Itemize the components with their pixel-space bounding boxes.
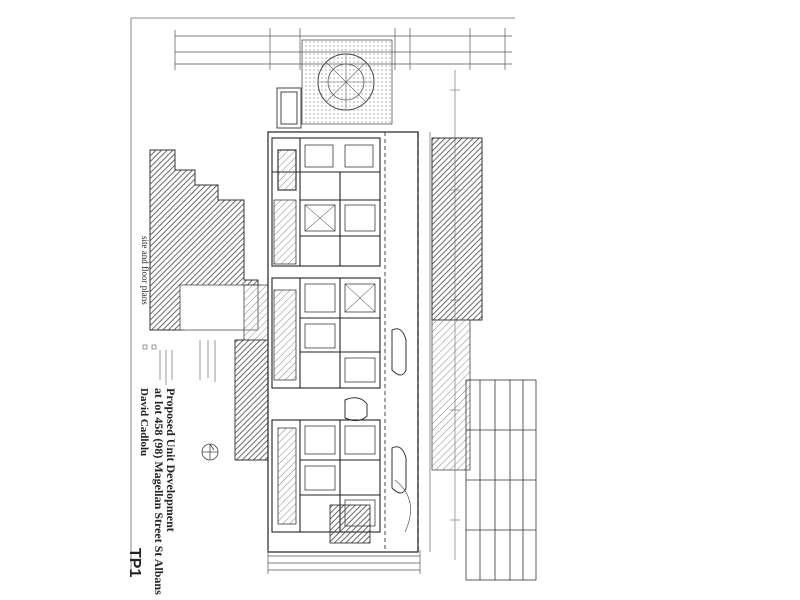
front-structure (276, 87, 302, 129)
site-boundary (267, 131, 431, 553)
unit-1-floor-plan (271, 137, 381, 267)
neighbour-building-left (149, 149, 269, 461)
drawing-subtitle: site and floor plans (140, 236, 150, 305)
sheet-number: TP1 (126, 548, 143, 578)
driveway (344, 132, 411, 552)
area-schedule-table (465, 379, 537, 581)
north-arrow-icon (201, 443, 219, 461)
unit-2-floor-plan (271, 277, 381, 389)
designer-name: David Cadlolu (138, 388, 150, 457)
project-address: at lot 458 (98) Magellan Street St Alban… (152, 388, 166, 595)
neighbour-building-right (431, 137, 483, 471)
right-dimensions (450, 70, 460, 560)
sheet-frame (130, 17, 515, 574)
legend-block (142, 340, 216, 385)
unit-3-floor-plan (271, 419, 381, 544)
bottom-dimensions (267, 550, 421, 574)
street-tree (301, 39, 393, 125)
